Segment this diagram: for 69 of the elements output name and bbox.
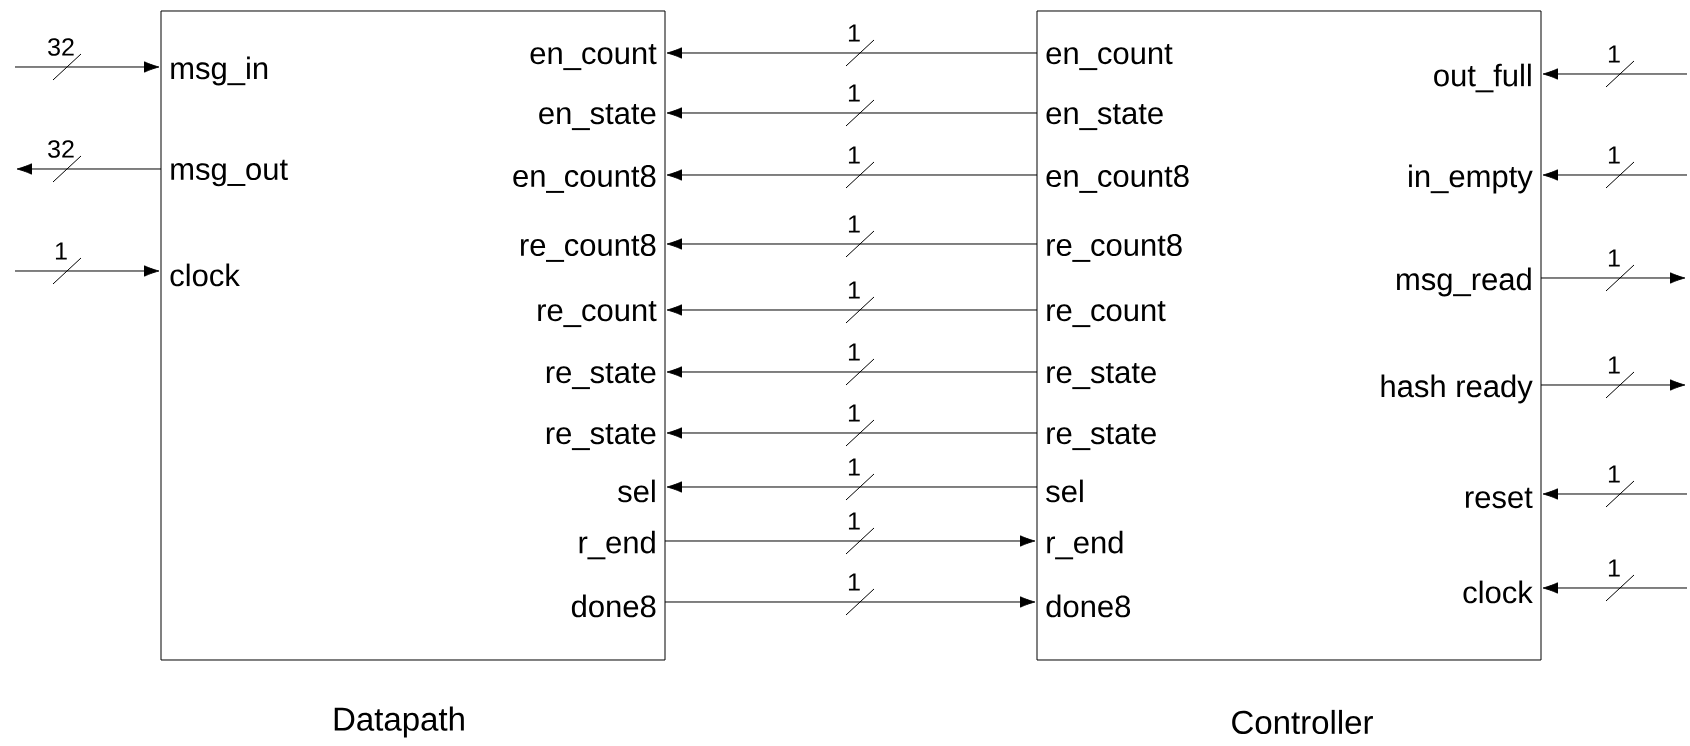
edge-label: 1 — [1608, 45, 1620, 63]
edge-label: 1 — [848, 24, 860, 42]
arrow — [1542, 488, 1688, 500]
arrow — [1542, 582, 1688, 594]
port-label: reset — [1465, 487, 1533, 509]
edge-label: 1 — [1608, 465, 1620, 483]
port-label: msg_out — [171, 159, 288, 187]
port-label: clock — [170, 263, 240, 287]
port-label: sel — [618, 479, 655, 503]
port-label: re_count — [538, 300, 657, 328]
port-label: en_state — [1046, 103, 1163, 131]
arrow — [666, 238, 1038, 250]
arrow — [666, 366, 1038, 378]
edge-label: 1 — [1608, 146, 1620, 164]
arrow — [666, 169, 1038, 181]
edge-label: 1 — [848, 281, 860, 299]
port-label: r_end — [579, 530, 655, 560]
arrow — [1540, 272, 1686, 284]
arrow — [666, 47, 1038, 59]
arrow — [664, 535, 1036, 547]
arrow — [1542, 169, 1688, 181]
arrow — [664, 596, 1036, 608]
port-label: re_state — [546, 423, 656, 451]
port-label: en_count8 — [1046, 165, 1189, 193]
port-label: en_count — [1046, 43, 1173, 71]
port-label: in_empty — [1409, 164, 1533, 194]
port-label: en_count8 — [513, 165, 656, 193]
edge-label: 1 — [1608, 356, 1620, 374]
edge-label: 1 — [848, 573, 860, 591]
arrow — [1542, 68, 1688, 80]
port-label: out_full — [1434, 63, 1531, 93]
edge-label: 1 — [848, 512, 860, 530]
port-label: re_count — [1047, 300, 1166, 328]
port-label: re_state — [1047, 423, 1156, 451]
arrow — [666, 427, 1038, 439]
arrow — [16, 163, 162, 175]
port-label: msg_read — [1397, 267, 1531, 297]
edge-label: 32 — [48, 38, 74, 56]
edge-label: 1 — [848, 404, 860, 422]
edge-label: 32 — [48, 140, 74, 158]
edge-label: 1 — [848, 84, 860, 102]
port-label: sel — [1046, 479, 1083, 503]
port-label: re_count8 — [521, 234, 656, 262]
port-label: r_end — [1047, 530, 1123, 560]
port-label: done8 — [571, 594, 656, 618]
edge-label: 1 — [848, 343, 860, 361]
arrow — [1540, 379, 1686, 391]
edge-label: 1 — [1608, 249, 1620, 267]
port-label: en_state — [539, 103, 656, 131]
port-label: re_state — [546, 362, 656, 390]
port-label: en_count — [530, 43, 657, 71]
port-label: re_state — [1047, 362, 1156, 390]
arrow — [14, 61, 160, 73]
arrow — [666, 481, 1038, 493]
edge-label: 1 — [55, 242, 67, 260]
arrow — [666, 304, 1038, 316]
node-label: Controller — [1232, 709, 1373, 735]
port-label: done8 — [1046, 594, 1131, 618]
arrow — [14, 265, 160, 277]
edge-label: 1 — [848, 146, 860, 164]
port-label: msg_in — [171, 56, 268, 86]
port-label: hash ready — [1381, 374, 1533, 404]
edge-label: 1 — [848, 458, 860, 476]
edge-label: 1 — [1608, 559, 1620, 577]
arrow — [666, 107, 1038, 119]
edge-label: 1 — [848, 215, 860, 233]
port-label: re_count8 — [1047, 234, 1182, 262]
port-label: clock — [1463, 580, 1533, 604]
node-label: Datapath — [334, 706, 464, 738]
